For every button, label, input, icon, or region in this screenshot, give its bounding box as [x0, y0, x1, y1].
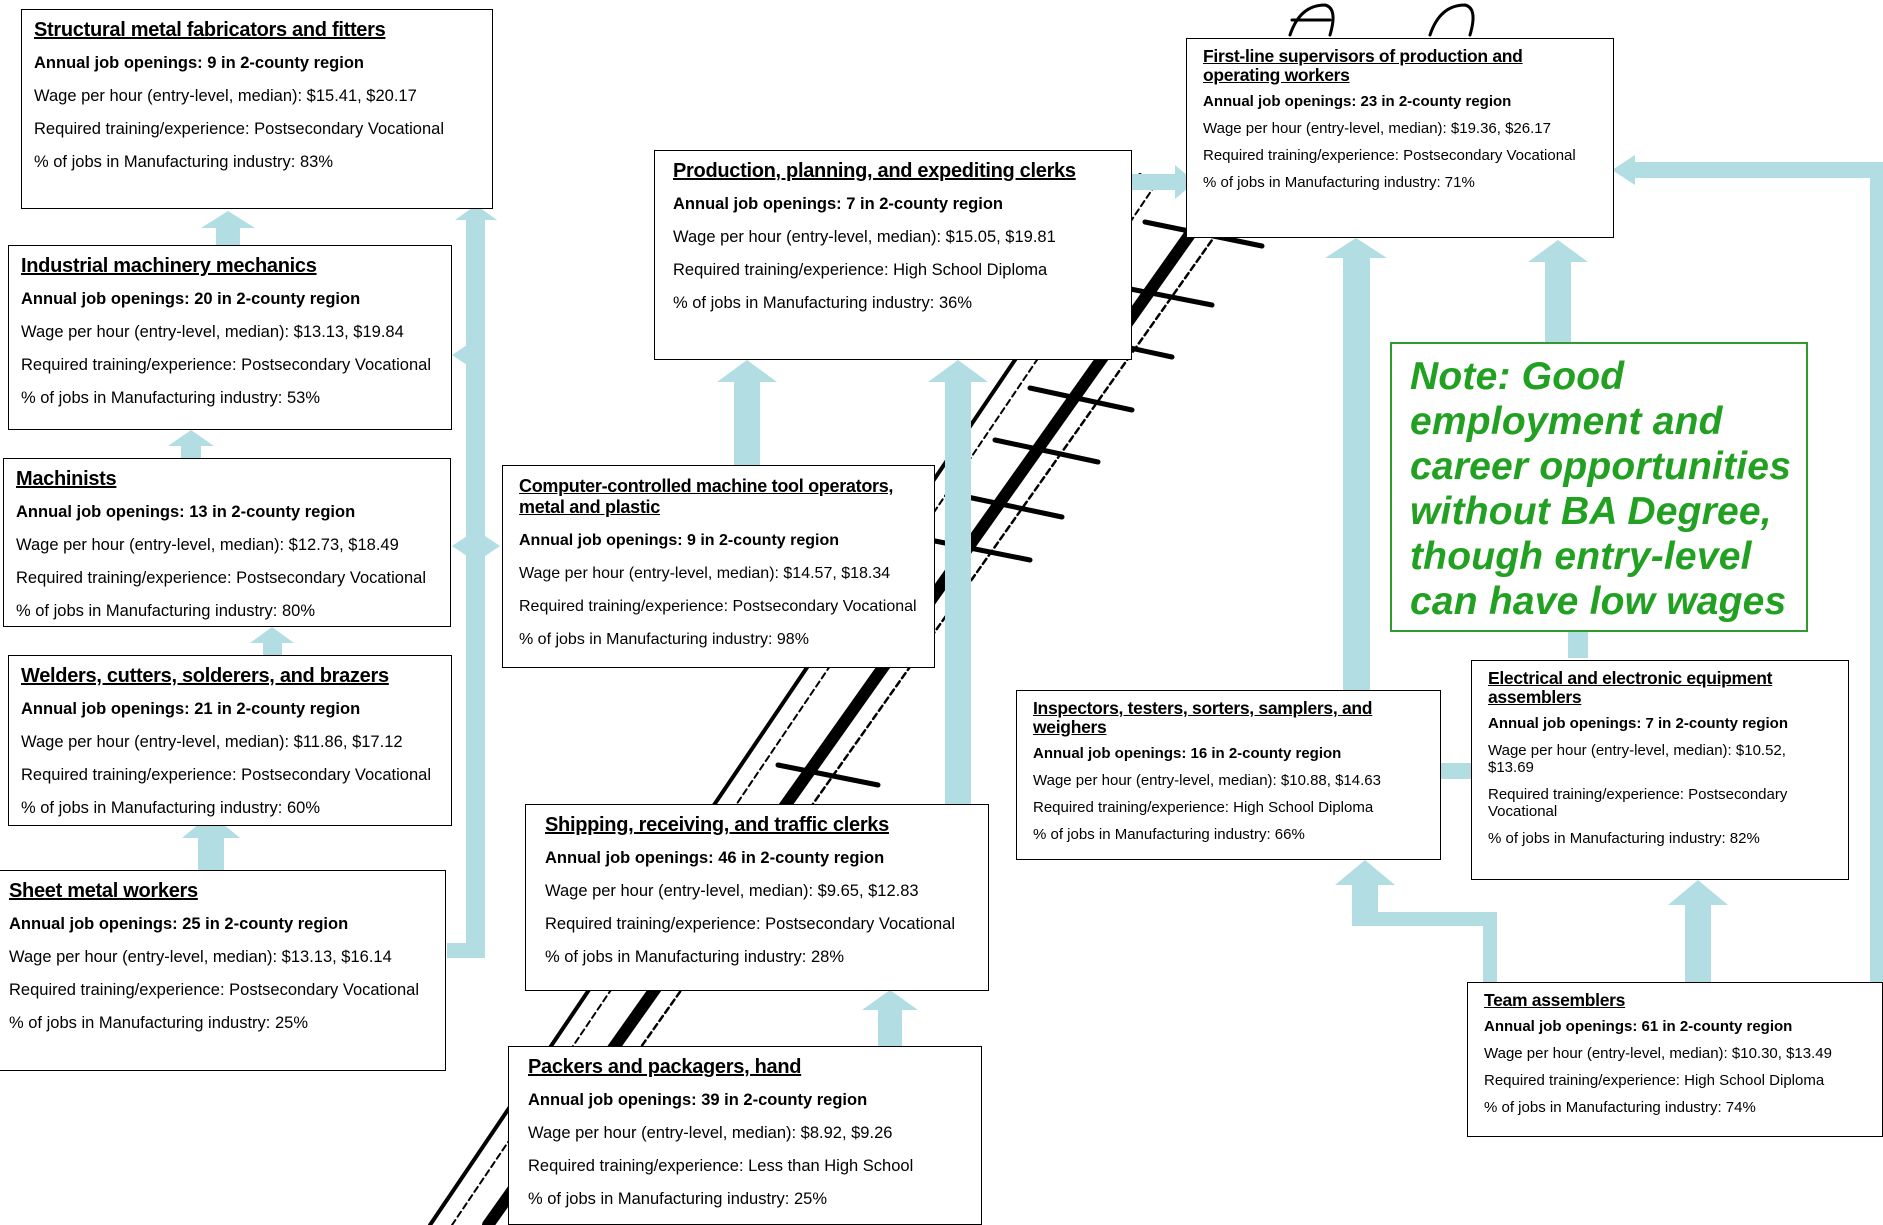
job-training: Required training/experience: Postsecond…	[16, 569, 427, 587]
job-openings: Annual job openings: 9 in 2-county regio…	[519, 532, 839, 549]
job-openings: Annual job openings: 9 in 2-county regio…	[34, 54, 364, 72]
job-pct: % of jobs in Manufacturing industry: 28%	[545, 948, 844, 966]
job-training: Required training/experience: Postsecond…	[21, 766, 432, 784]
job-card-industrial: Industrial machinery mechanics Annual jo…	[8, 245, 452, 430]
job-pct: % of jobs in Manufacturing industry: 60%	[21, 799, 320, 817]
arrow-sheetmetal-to-welders	[182, 814, 240, 870]
arrow-electrical-to-inspectors	[1440, 763, 1472, 779]
arrow-team-to-electrical	[1668, 880, 1728, 985]
job-openings: Annual job openings: 25 in 2-county regi…	[9, 915, 349, 933]
job-card-cnc: Computer-controlled machine tool operato…	[502, 465, 935, 668]
job-wage: Wage per hour (entry-level, median): $9.…	[545, 882, 919, 900]
arrow-machinists-to-industrial	[168, 430, 214, 458]
job-training: Required training/experience: Postsecond…	[9, 981, 420, 999]
job-wage: Wage per hour (entry-level, median): $15…	[673, 228, 1056, 246]
job-card-packers: Packers and packagers, hand Annual job o…	[508, 1046, 982, 1225]
job-openings: Annual job openings: 46 in 2-county regi…	[545, 849, 885, 867]
job-title: Structural metal fabricators and fitters	[34, 19, 386, 41]
job-title: Welders, cutters, solderers, and brazers	[21, 665, 389, 687]
arrowhead-to-cnc	[482, 534, 500, 558]
job-openings: Annual job openings: 7 in 2-county regio…	[673, 195, 1003, 213]
job-pct: % of jobs in Manufacturing industry: 66%	[1033, 826, 1305, 843]
job-title: Production, planning, and expediting cle…	[673, 160, 1076, 182]
job-title: Industrial machinery mechanics	[21, 255, 317, 277]
job-training: Required training/experience: Postsecond…	[1203, 147, 1576, 164]
job-title: Team assemblers	[1484, 990, 1626, 1010]
arrowhead-to-machinists	[452, 534, 470, 558]
job-card-sheetmetal: Sheet metal workers Annual job openings:…	[0, 870, 446, 1071]
note-box: Note: Good employment and career opportu…	[1390, 342, 1808, 632]
job-pct: % of jobs in Manufacturing industry: 25%	[528, 1190, 827, 1208]
job-card-welders: Welders, cutters, solderers, and brazers…	[8, 655, 452, 826]
job-card-inspectors: Inspectors, testers, sorters, samplers, …	[1016, 690, 1441, 860]
job-openings: Annual job openings: 13 in 2-county regi…	[16, 503, 356, 521]
job-pct: % of jobs in Manufacturing industry: 82%	[1488, 830, 1760, 847]
job-training: Required training/experience: High Schoo…	[1033, 799, 1374, 816]
job-card-supervisors: First-line supervisors of production and…	[1186, 38, 1614, 238]
job-wage: Wage per hour (entry-level, median): $10…	[1484, 1045, 1832, 1062]
job-title: Shipping, receiving, and traffic clerks	[545, 814, 889, 836]
job-openings: Annual job openings: 7 in 2-county regio…	[1488, 715, 1788, 732]
note-text: Note: Good employment and career opportu…	[1410, 355, 1792, 623]
job-title: Inspectors, testers, sorters, samplers, …	[1033, 698, 1373, 737]
arrow-note-to-supervisors	[1528, 240, 1588, 345]
arrow-inspectors-to-supervisors	[1325, 238, 1387, 690]
job-card-shipping: Shipping, receiving, and traffic clerks …	[525, 804, 989, 991]
job-title: Sheet metal workers	[9, 880, 198, 902]
job-title: First-line supervisors of production and…	[1203, 46, 1523, 85]
job-openings: Annual job openings: 39 in 2-county regi…	[528, 1091, 868, 1109]
job-wage: Wage per hour (entry-level, median): $10…	[1488, 742, 1786, 776]
job-title: Machinists	[16, 468, 117, 490]
job-card-machinists: Machinists Annual job openings: 13 in 2-…	[3, 458, 451, 627]
job-openings: Annual job openings: 21 in 2-county regi…	[21, 700, 361, 718]
job-openings: Annual job openings: 61 in 2-county regi…	[1484, 1018, 1793, 1035]
job-training: Required training/experience: Postsecond…	[545, 915, 956, 933]
job-training: Required training/experience: Postsecond…	[34, 120, 445, 138]
job-wage: Wage per hour (entry-level, median): $10…	[1033, 772, 1381, 789]
job-wage: Wage per hour (entry-level, median): $13…	[9, 948, 392, 966]
job-pct: % of jobs in Manufacturing industry: 71%	[1203, 174, 1475, 191]
job-title: Packers and packagers, hand	[528, 1056, 802, 1078]
job-training: Required training/experience: High Schoo…	[1484, 1072, 1825, 1089]
job-training: Required training/experience: High Schoo…	[673, 261, 1048, 279]
job-openings: Annual job openings: 20 in 2-county regi…	[21, 290, 361, 308]
job-pct: % of jobs in Manufacturing industry: 36%	[673, 294, 972, 312]
arrowhead-to-industrial	[452, 343, 470, 367]
arrow-packers-to-shipping	[862, 990, 918, 1046]
job-card-team: Team assemblers Annual job openings: 61 …	[1467, 982, 1883, 1137]
arrow-team-to-inspectors	[1335, 860, 1497, 985]
job-title: Computer-controlled machine tool operato…	[519, 476, 894, 517]
job-pct: % of jobs in Manufacturing industry: 80%	[16, 602, 315, 620]
arrow-welders-to-machinists	[250, 627, 294, 655]
arrow-sheetmetal-branch	[447, 205, 497, 958]
job-card-production: Production, planning, and expediting cle…	[654, 150, 1132, 360]
job-training: Required training/experience: Less than …	[528, 1157, 914, 1175]
job-openings: Annual job openings: 16 in 2-county regi…	[1033, 745, 1342, 762]
arrow-cnc-to-production	[717, 360, 777, 465]
arrow-industrial-to-structural	[201, 211, 255, 245]
arrow-shipping-to-production	[928, 360, 988, 805]
job-title: Electrical and electronic equipment asse…	[1488, 668, 1773, 707]
job-pct: % of jobs in Manufacturing industry: 98%	[519, 631, 809, 648]
job-wage: Wage per hour (entry-level, median): $19…	[1203, 120, 1551, 137]
job-card-electrical: Electrical and electronic equipment asse…	[1471, 660, 1849, 880]
job-wage: Wage per hour (entry-level, median): $14…	[519, 565, 891, 582]
job-card-structural: Structural metal fabricators and fitters…	[21, 9, 493, 209]
job-pct: % of jobs in Manufacturing industry: 25%	[9, 1014, 308, 1032]
job-wage: Wage per hour (entry-level, median): $15…	[34, 87, 417, 105]
job-pct: % of jobs in Manufacturing industry: 74%	[1484, 1099, 1756, 1116]
arrow-production-to-supervisors	[1130, 165, 1195, 199]
job-pct: % of jobs in Manufacturing industry: 53%	[21, 389, 320, 407]
job-openings: Annual job openings: 23 in 2-county regi…	[1203, 93, 1512, 110]
job-wage: Wage per hour (entry-level, median): $13…	[21, 323, 404, 341]
job-training: Required training/experience: Postsecond…	[21, 356, 432, 374]
job-wage: Wage per hour (entry-level, median): $8.…	[528, 1124, 893, 1142]
job-wage: Wage per hour (entry-level, median): $12…	[16, 536, 399, 554]
job-pct: % of jobs in Manufacturing industry: 83%	[34, 153, 333, 171]
job-training: Required training/experience: Postsecond…	[1488, 786, 1788, 820]
job-wage: Wage per hour (entry-level, median): $11…	[21, 733, 403, 751]
job-training: Required training/experience: Postsecond…	[519, 598, 917, 615]
